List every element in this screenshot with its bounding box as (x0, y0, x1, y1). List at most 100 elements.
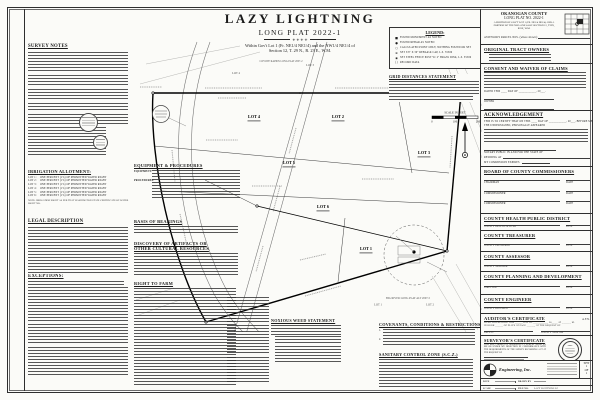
covenants-title: COVENANTS, CONDITIONS & RESTRICTIONS (379, 322, 481, 327)
county-planning-box: COUNTY PLANNING AND DEVELOPMENT DIRECTOR… (481, 272, 593, 295)
auditor-title: AUDITOR'S CERTIFICATE (484, 315, 546, 321)
consent-dated-line: DATED THIS ____ DAY OF ____________, 20_… (484, 90, 546, 94)
irrigation-row: LOT 4:ONE PERCENT (1%) OF PERMITTED WATE… (28, 187, 132, 190)
equipment-label: EQUIPMENT: (134, 170, 153, 173)
adjacent-plat-south-label: BIG RIVER LONG PLAT ALT 2007-5 (386, 297, 431, 300)
owner-label: OWNER (484, 110, 554, 111)
signer-label: CHAIRMAN (484, 181, 500, 184)
binding-margin-line (24, 9, 25, 391)
sheet-of-label: OF (584, 367, 589, 372)
plat-subtitle: LONG PLAT 2022-1 (258, 27, 342, 37)
signer-label: COMMISSIONER (484, 202, 506, 205)
adjacent-south-lot2-label: LOT 2 (426, 303, 435, 307)
noxious-weed-text (271, 324, 341, 335)
ack-body-text (484, 128, 588, 143)
lot-3-label: LOT 3 (418, 150, 430, 155)
date-line (566, 262, 590, 266)
date-line (566, 222, 590, 226)
seal-text (565, 344, 575, 355)
sanitary-section: SANITARY CONTROL ZONE (S.C.Z.) (379, 352, 475, 389)
county-header-box: OKANOGAN COUNTY LONG PLAT NO. 2022-1 A P… (481, 9, 593, 45)
scale-tick-0: 0 (431, 121, 433, 124)
consent-waiver-box: CONSENT AND WAIVER OF CLAIMS DATED THIS … (481, 64, 593, 111)
date-line (566, 197, 590, 202)
monument-stamp-detail-2 (93, 135, 108, 150)
assessor-parcel-label: ASSESSOR'S PARCEL NOS. (where shown): (484, 36, 538, 39)
scale-bar-label: SCALE IN FEET (444, 111, 466, 115)
grid-distances-title: GRID DISTANCES STATEMENT (389, 74, 456, 79)
covenant-text (383, 337, 475, 345)
irrigation-value: ONE PERCENT (1%) OF PERMITTED WATER RIGH… (40, 183, 107, 187)
file-no-field-value: LAZY LIGHTNING LP (534, 388, 558, 390)
lot-5-label: LOT 5 (283, 160, 295, 165)
engineer-title: COUNTY ENGINEER (484, 296, 532, 302)
acknowledgement-box: ACKNOWLEDGEMENT THIS IS TO CERTIFY THAT … (481, 111, 593, 167)
date-line (566, 284, 590, 287)
grid-distances-note (389, 95, 473, 102)
basis-of-bearings-text (134, 225, 238, 235)
seal-inner-ring (561, 341, 579, 358)
file-no-field-label: FILE NO. (515, 388, 534, 390)
title-ornament: ✳ ✳ ✳ ✳ (160, 38, 440, 42)
signature-line (484, 242, 560, 245)
exceptions-text (28, 299, 128, 313)
exceptions-text (28, 356, 128, 367)
county-engineer-box: COUNTY ENGINEER COUNTY ENGINEER DATE (481, 295, 593, 314)
irrigation-title: IRRIGATION ALLOTMENT: (28, 169, 92, 174)
legal-description-section: LEGAL DESCRIPTION (28, 219, 132, 273)
surveyor-title: SURVEYOR'S CERTIFICATE (484, 337, 545, 343)
owner-label: OWNER (484, 100, 495, 104)
scale-bar: SCALE IN FEET 0 100 200 (431, 111, 480, 124)
drawn-by-field-label: DRAWN BY (515, 381, 534, 383)
grid-distances-text (389, 80, 479, 94)
irrigation-value: ONE PERCENT (1%) OF PERMITTED WATER RIGH… (40, 194, 107, 198)
noxious-weed-item-c (275, 355, 341, 363)
survey-note-text (28, 51, 128, 62)
signature-line (484, 305, 560, 308)
legend-item: ◉ SET STEEL FENCE POST W/ 2" BRASS DISK,… (393, 56, 477, 60)
signature-line (484, 187, 560, 192)
firm-name: Engineering, Inc. (499, 367, 532, 372)
irrigation-row: LOT 6:ONE PERCENT (1%) OF PERMITTED WATE… (28, 194, 132, 197)
original-tract-owners-box: ORIGINAL TRACT OWNERS (481, 45, 593, 64)
date-label: DATE (566, 287, 573, 289)
irrigation-value: ONE PERCENT (1%) OF PERMITTED WATER RIGH… (40, 175, 107, 179)
signature-line (484, 222, 560, 226)
owners-text (489, 53, 551, 62)
signer-label: DIRECTOR (484, 287, 497, 289)
plat-lot-labels: LOT 4 LOT 2 LOT 5 LOT 6 LOT 1 LOT 3 (248, 114, 430, 251)
legend-title: LEGEND: (425, 29, 445, 35)
exceptions-title: EXCEPTIONS: (28, 274, 64, 279)
surveyor-signature-line (484, 354, 528, 358)
signature-line (484, 284, 560, 287)
commission-expires-blank (521, 160, 550, 164)
record-data-symbol: ( ) (395, 60, 398, 64)
lot-1-label: LOT 1 (360, 246, 372, 251)
survey-notes-title: SURVEY NOTES (28, 44, 68, 49)
irrigation-lot: LOT 5: (28, 190, 37, 194)
scale-field-value (495, 387, 515, 391)
artifacts-section: DISCOVERY OF ARTIFACTS OR OTHER CULTURAL… (134, 241, 240, 275)
right-to-farm-text (134, 287, 236, 385)
survey-notes-section: SURVEY NOTES (28, 44, 132, 155)
sanitary-text (379, 358, 473, 389)
bearing-annotations (140, 86, 453, 297)
commission-expires-label: MY COMMISSION EXPIRES (484, 160, 520, 164)
irrigation-lot: LOT 2: (28, 179, 37, 183)
exceptions-continued-text (227, 357, 269, 383)
consent-text (484, 72, 586, 89)
legend-item: ⊕ SET 5/8" X 30" REBAR & CAP, L.S. 35506 (393, 51, 477, 55)
covenants-section: COVENANTS, CONDITIONS & RESTRICTIONS 1. … (379, 322, 481, 345)
approval-column: OKANOGAN COUNTY LONG PLAT NO. 2022-1 A P… (480, 9, 593, 391)
detail-circle (152, 105, 187, 127)
signer-label: COUNTY ASSESSOR (484, 265, 508, 268)
found-monument-icon: ■ (395, 35, 398, 40)
date-label: DATE (566, 181, 574, 184)
legend-label: RECORD DATA (400, 60, 420, 64)
noxious-weed-item-b (275, 345, 341, 354)
procedures-row: PROCEDURES: (134, 179, 240, 199)
exceptions-text (28, 280, 124, 286)
survey-note-text (28, 103, 128, 113)
covenant-text (383, 328, 475, 336)
legend-item: ○ CALCULATED POINT ONLY, NOTHING FOUND O… (393, 46, 477, 50)
